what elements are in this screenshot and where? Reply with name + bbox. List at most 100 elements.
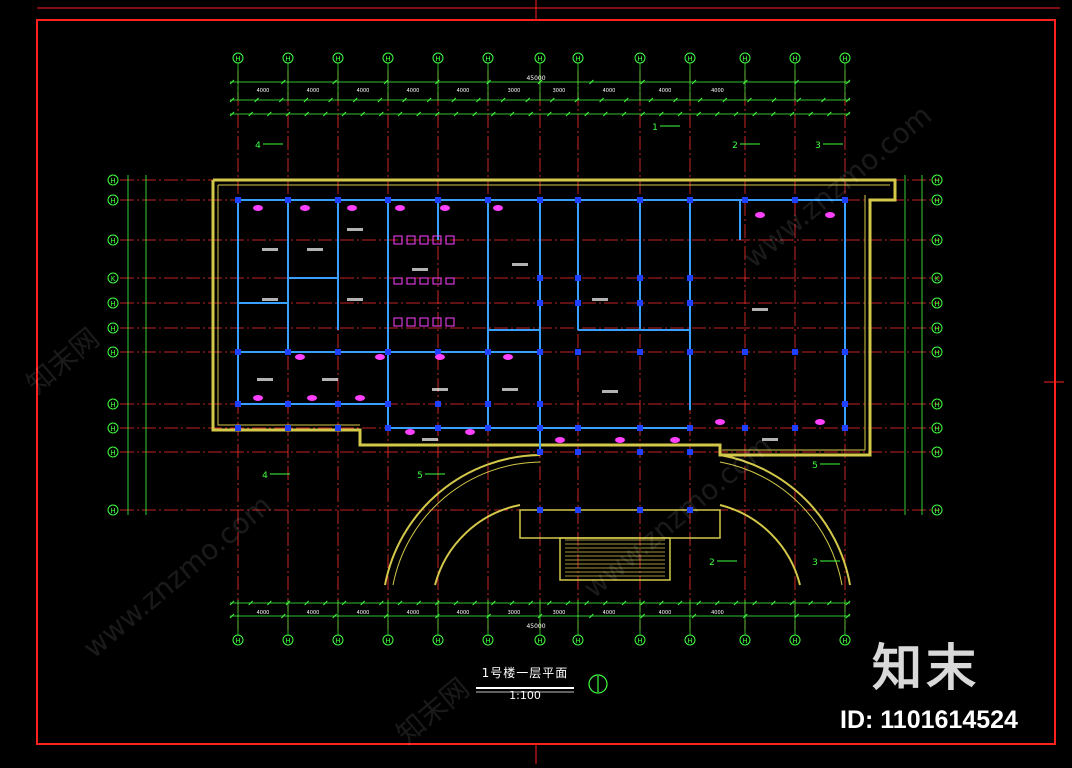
axis-bubble-top (634, 52, 646, 64)
dimension-tick (640, 613, 646, 619)
section-mark-label: 4 (255, 141, 261, 151)
axis-label-bottom: H (687, 637, 692, 645)
room-label-mark (602, 390, 618, 393)
dimension-tick (845, 111, 851, 117)
door-tag (347, 205, 357, 211)
dimension-tick (229, 613, 235, 619)
dimension-tick (453, 600, 459, 606)
toilet-fixture (445, 277, 455, 285)
dimension-tick (742, 613, 748, 619)
axis-label-bottom: H (792, 637, 797, 645)
dimension-tick (486, 613, 492, 619)
axis-label-right: H (934, 449, 939, 457)
dimension-tick (691, 613, 697, 619)
structural-column (575, 197, 581, 203)
axis-label-bottom: H (842, 637, 847, 645)
dimension-tick (771, 97, 777, 103)
axis-bubble-right (931, 272, 943, 284)
axis-label-left: H (110, 401, 115, 409)
dimension-tick (341, 600, 347, 606)
dimension-tick (328, 97, 333, 103)
dimension-tick (826, 111, 832, 117)
axis-bubble-bottom (382, 634, 394, 646)
room-label-mark (502, 388, 518, 391)
toilet-fixture (393, 317, 403, 327)
structural-column (637, 449, 643, 455)
structural-column (435, 197, 441, 203)
axis-label-right: H (934, 177, 939, 185)
dimension-tick (733, 111, 739, 117)
dimension-text-top: 4000 (407, 88, 420, 94)
structural-column (687, 449, 693, 455)
dimension-tick (229, 97, 235, 103)
structural-column (575, 425, 581, 431)
room-label-mark (322, 378, 338, 381)
dimension-tick (549, 97, 555, 103)
dimension-tick (546, 600, 552, 606)
dimension-tick (426, 97, 432, 103)
axis-label-bottom: H (235, 637, 240, 645)
axis-label-left: K (111, 275, 116, 283)
section-mark-label: 5 (417, 471, 423, 481)
dimension-tick (789, 111, 795, 117)
dimension-tick (733, 600, 739, 606)
axis-bubble-top (572, 52, 584, 64)
axis-label-left: H (110, 425, 115, 433)
axis-label-bottom: H (537, 637, 542, 645)
axis-bubble-left (107, 297, 119, 309)
dimension-tick (451, 97, 457, 103)
axis-label-top: H (792, 55, 797, 63)
structural-column (842, 349, 848, 355)
dimension-tick (416, 111, 422, 117)
dimension-text-bottom: 4000 (357, 610, 370, 616)
axis-label-top: H (842, 55, 847, 63)
axis-label-top: H (335, 55, 340, 63)
axis-label-bottom: H (575, 637, 580, 645)
dimension-tick (486, 79, 492, 85)
axis-bubble-right (931, 322, 943, 334)
structural-column (687, 349, 693, 355)
dimension-tick (658, 600, 664, 606)
structural-column (335, 197, 341, 203)
drawing-scale: 1:100 (509, 689, 541, 702)
axis-label-right: H (934, 401, 939, 409)
toilet-fixture (406, 277, 416, 285)
structural-column (687, 275, 693, 281)
dimension-tick (378, 600, 384, 606)
dimension-text-bottom: 4000 (407, 610, 420, 616)
axis-label-right: H (934, 507, 939, 515)
dimension-tick (472, 600, 478, 606)
toilet-fixture (406, 235, 416, 245)
structural-column (637, 425, 643, 431)
dimension-tick (677, 600, 683, 606)
dimension-tick (640, 600, 646, 606)
toilet-fixture (419, 277, 429, 285)
axis-label-top: H (575, 55, 580, 63)
room-label-mark (262, 298, 278, 301)
axis-bubble-bottom (789, 634, 801, 646)
room-label-mark (762, 438, 778, 441)
structural-column (485, 425, 491, 431)
axis-bubble-top (482, 52, 494, 64)
structural-column (285, 197, 291, 203)
dimension-tick (509, 600, 515, 606)
axis-label-right: H (934, 197, 939, 205)
section-mark-label: 2 (709, 558, 715, 568)
axis-bubble-top (534, 52, 546, 64)
structural-column (742, 425, 748, 431)
structural-column (235, 425, 241, 431)
axis-bubble-bottom (232, 634, 244, 646)
section-mark-label: 2 (732, 141, 738, 151)
axis-bubble-top (232, 52, 244, 64)
title-block: 1号楼一层平面 1:100 (470, 664, 580, 702)
dimension-tick (476, 97, 481, 103)
toilet-fixture (419, 235, 429, 245)
dimension-tick (490, 111, 496, 117)
toilet-fixture (393, 277, 403, 285)
axis-label-bottom: H (742, 637, 747, 645)
dimension-text-top: 4000 (603, 88, 616, 94)
dimension-tick (266, 600, 272, 606)
dimension-text-bottom: 4000 (257, 610, 270, 616)
dimension-tick (714, 600, 720, 606)
